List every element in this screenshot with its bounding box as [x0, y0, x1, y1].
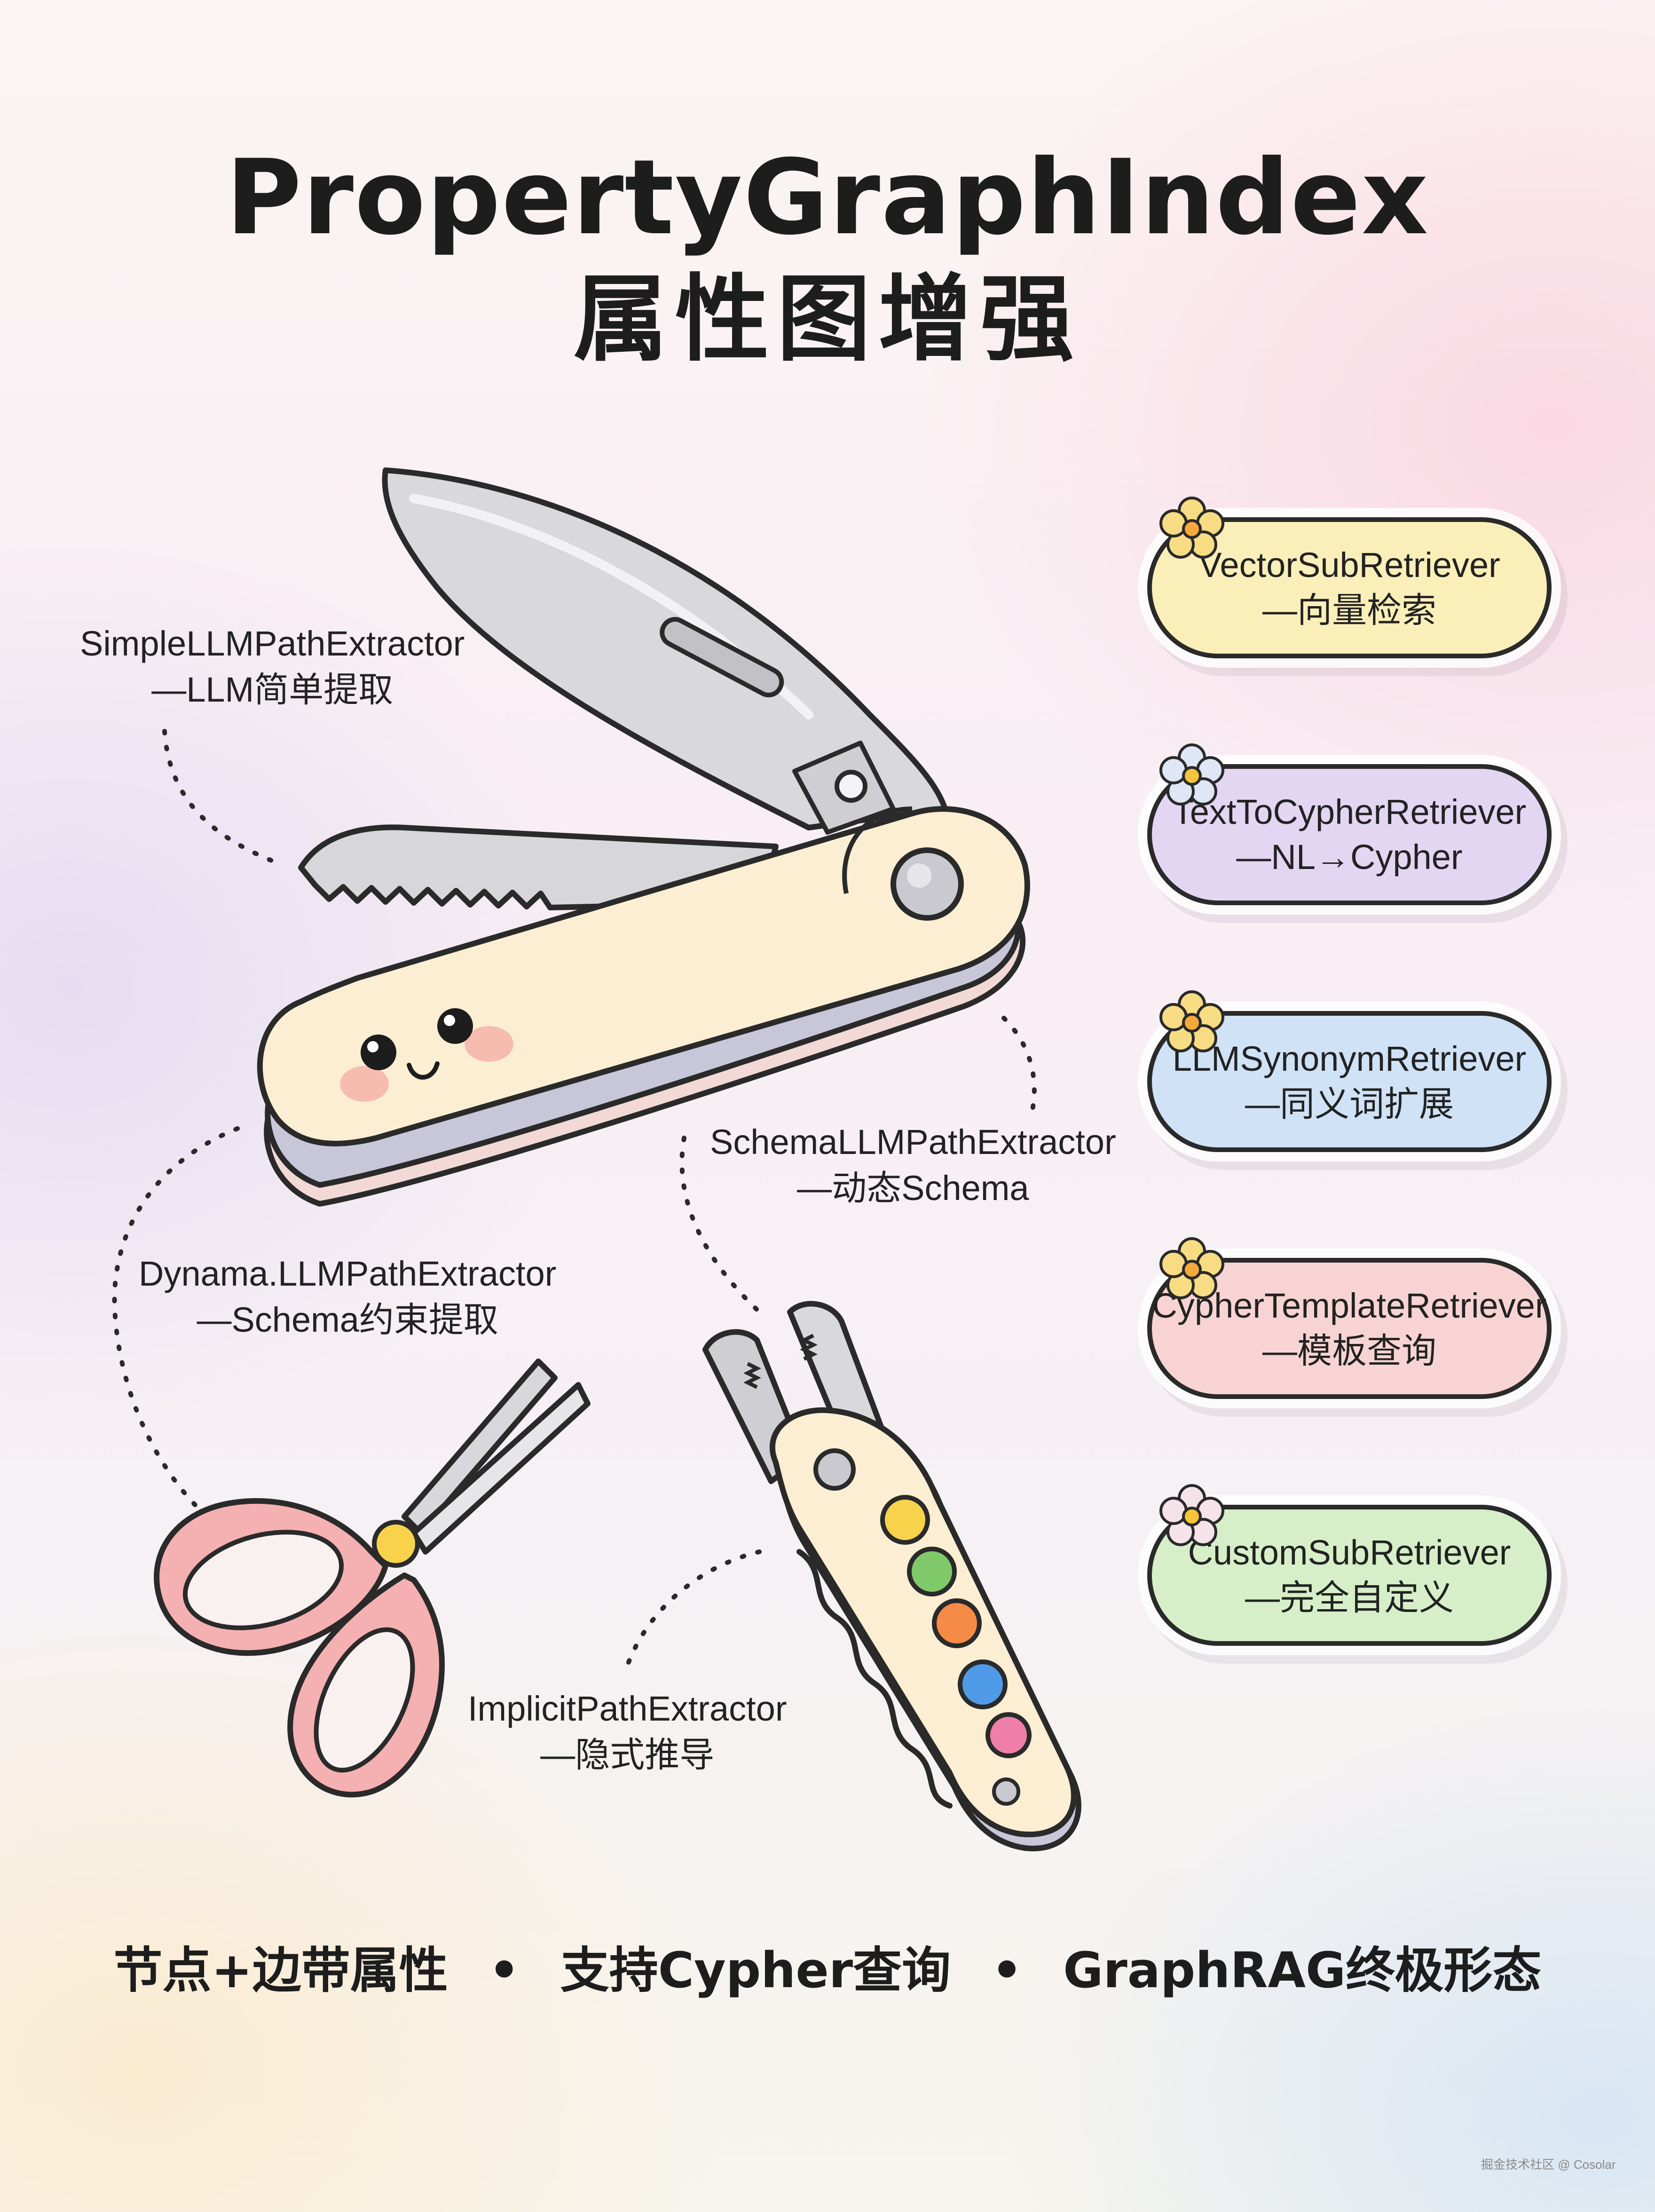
extractor-desc: —动态Schema [797, 1169, 1029, 1208]
retriever-desc: —完全自定义 [1245, 1578, 1454, 1617]
retriever-name: VectorSubRetriever [1198, 545, 1500, 585]
retriever-pill-vector: VectorSubRetriever —向量检索 [1147, 497, 1552, 658]
extractor-name: ImplicitPathExtractor [468, 1689, 787, 1728]
extractor-name: SchemaLLMPathExtractor [710, 1122, 1116, 1161]
scissors-icon [154, 1359, 591, 1798]
simple-llm-path-extractor-label: SimpleLLMPathExtractor —LLM简单提取 [80, 621, 465, 713]
extractor-name: Dynama.LLMPathExtractor [139, 1254, 557, 1293]
retriever-name: CustomSubRetriever [1188, 1533, 1511, 1572]
page-title: PropertyGraphIndex [226, 137, 1429, 258]
flower-icon [1159, 1484, 1224, 1546]
retriever-pill-cypher-template: CypherTemplateRetriever —模板查询 [1147, 1237, 1552, 1399]
retriever-pill-custom: CustomSubRetriever —完全自定义 [1147, 1484, 1552, 1646]
leader-schema-extractor [1001, 1016, 1037, 1114]
leader-implicit-extractor [625, 1549, 762, 1667]
retriever-name: CypherTemplateRetriever [1152, 1286, 1547, 1325]
retriever-desc: —NL→Cypher [1236, 837, 1463, 877]
footer-separator: • [489, 1942, 520, 1999]
watermark: 掘金技术社区 @ Cosolar [1481, 2157, 1616, 2172]
footer-tagline: 节点+边带属性 • 支持Cypher查询 • GraphRAG终极形态 [0, 1937, 1655, 2003]
retriever-name: TextToCypherRetriever [1172, 792, 1527, 831]
retriever-pill-llm-synonym: LLMSynonymRetriever —同义词扩展 [1147, 990, 1552, 1152]
retriever-desc: —同义词扩展 [1245, 1084, 1454, 1123]
leader-dynamic-extractor [112, 1126, 240, 1514]
footer-part-2: 支持Cypher查询 [560, 1942, 951, 1999]
leader-simple-extractor [162, 729, 280, 865]
flower-icon [1159, 1237, 1224, 1299]
retriever-name: LLMSynonymRetriever [1172, 1039, 1527, 1078]
extractor-name: SimpleLLMPathExtractor [80, 624, 465, 663]
pliers-multitool-icon [702, 1301, 1081, 1851]
retriever-desc: —模板查询 [1262, 1331, 1436, 1370]
pocket-knife-icon [257, 467, 1030, 1207]
extractor-desc: —LLM简单提取 [151, 670, 394, 709]
retriever-desc: —向量检索 [1262, 591, 1436, 630]
leader-schema-to-pliers [679, 1136, 759, 1312]
footer-separator: • [991, 1942, 1023, 1999]
footer-part-1: 节点+边带属性 [113, 1942, 448, 1999]
page-subtitle: 属性图增强 [573, 265, 1081, 374]
flower-icon [1159, 743, 1224, 806]
schema-llm-path-extractor-label: SchemaLLMPathExtractor —动态Schema [710, 1119, 1116, 1211]
retriever-pill-text-to-cypher: TextToCypherRetriever —NL→Cypher [1147, 743, 1552, 905]
implicit-path-extractor-label: ImplicitPathExtractor —隐式推导 [468, 1686, 787, 1778]
dynamic-llm-path-extractor-label: Dynama.LLMPathExtractor —Schema约束提取 [139, 1251, 556, 1343]
extractor-desc: —Schema约束提取 [197, 1300, 498, 1339]
extractor-desc: —隐式推导 [540, 1735, 715, 1774]
footer-part-3: GraphRAG终极形态 [1063, 1942, 1542, 1999]
flower-icon [1159, 990, 1224, 1052]
flower-icon [1159, 497, 1224, 559]
